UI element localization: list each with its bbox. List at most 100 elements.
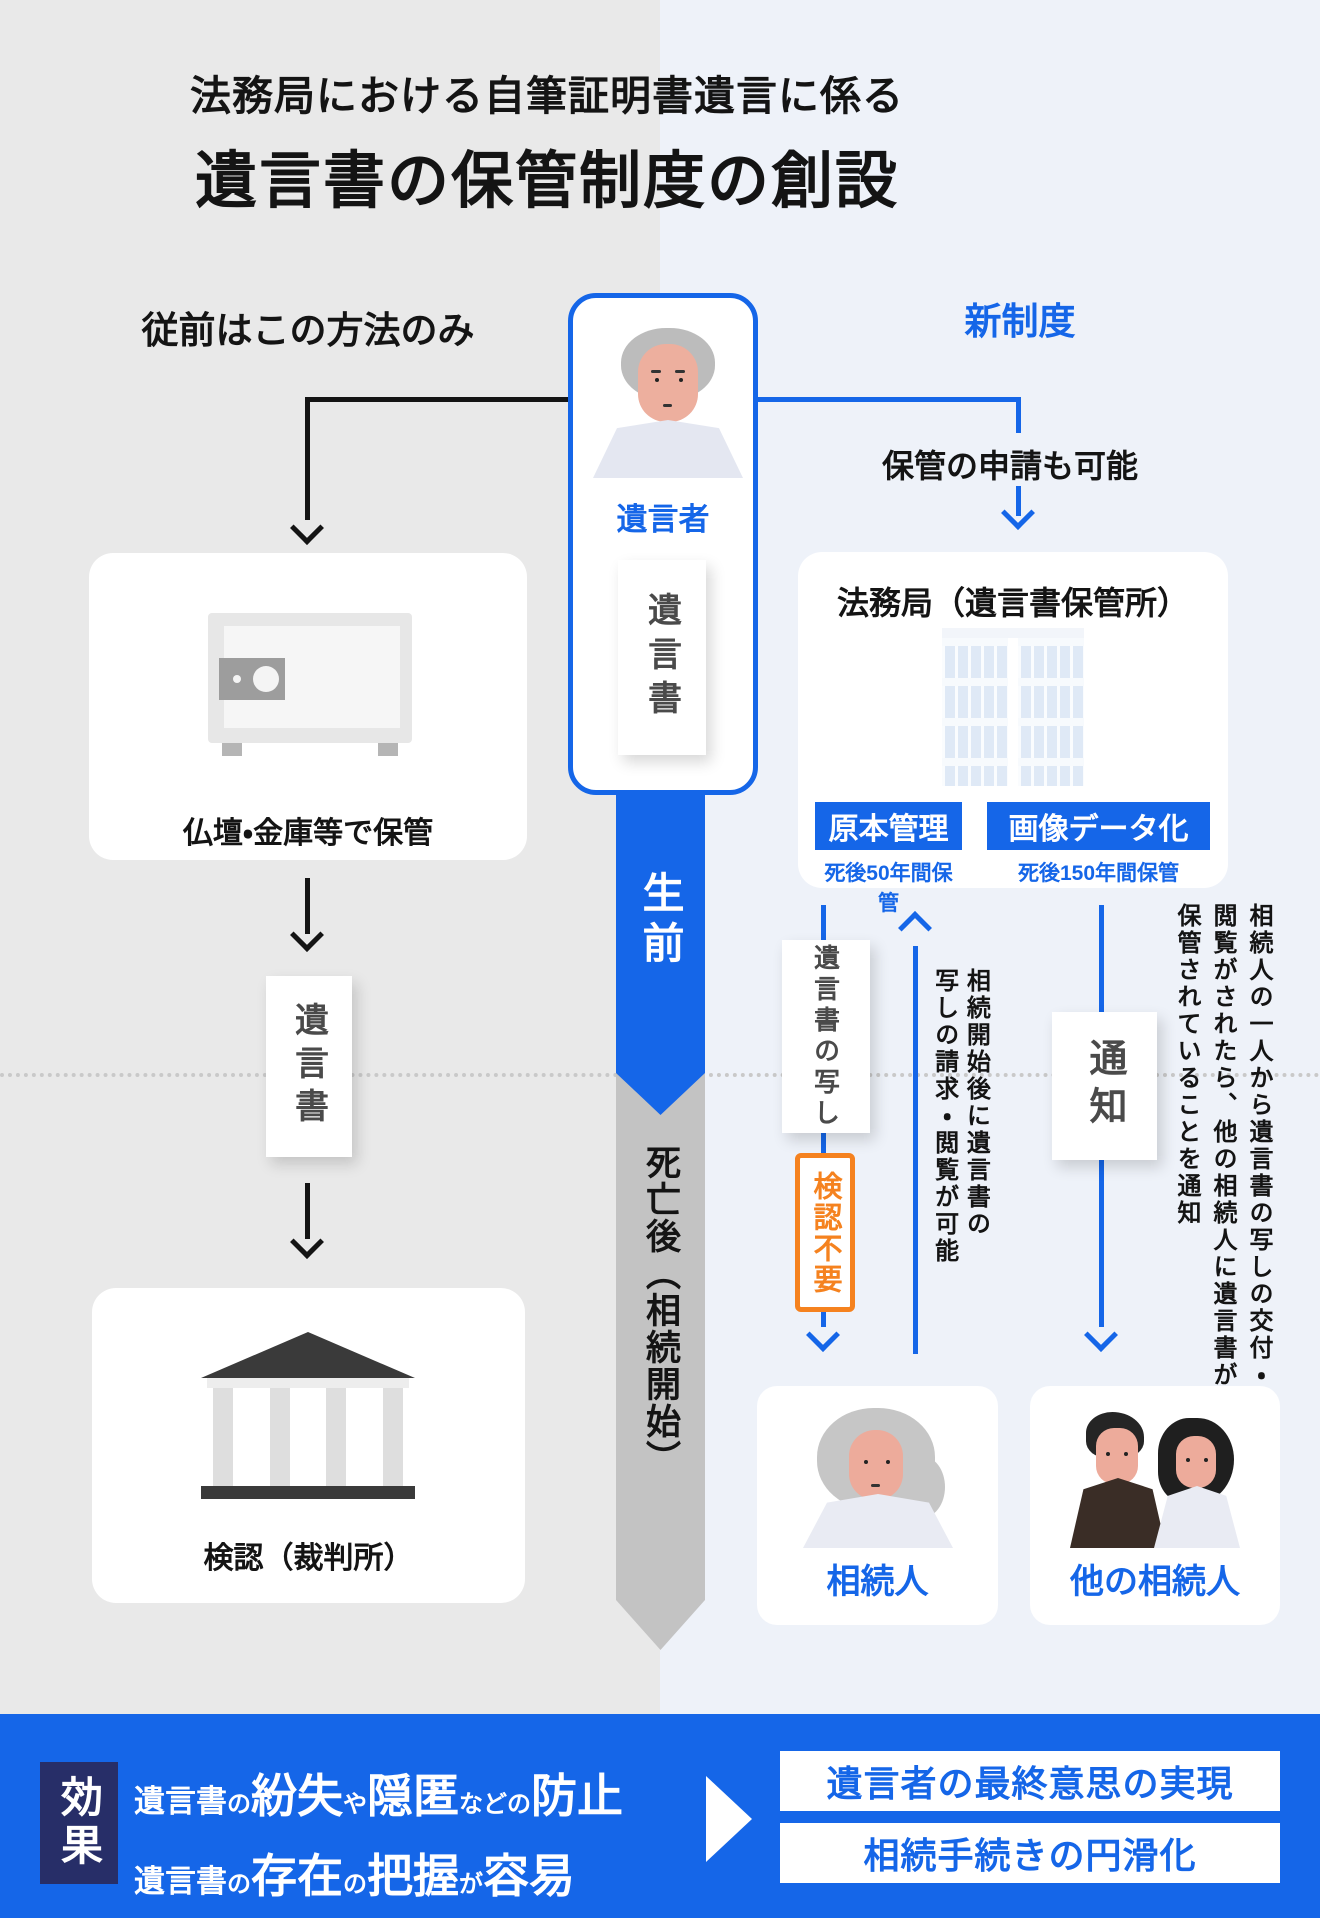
benefit-text-part: 遺言書: [134, 1784, 227, 1819]
benefit-text-part: 存在: [251, 1850, 343, 1902]
face-shape: [638, 344, 698, 422]
benefit-line-1: 遺言書の紛失や隠匿などの防止: [134, 1760, 623, 1826]
notify-note-col1: 相続人の一人から遺言書の写しの交付・: [1245, 903, 1272, 1389]
page-title: 遺言書の保管制度の創設: [194, 147, 899, 216]
home-storage-label: 仏壇・金庫等で保管: [182, 817, 434, 850]
benefit-text-part: などの: [459, 1791, 531, 1818]
building-tower-shape: [1018, 638, 1084, 786]
benefit-text-part: 隠匿: [367, 1770, 459, 1822]
testator-avatar: [593, 328, 743, 478]
column-shape: [269, 1388, 290, 1486]
body-shape: [803, 1494, 953, 1548]
title-block: 法務局における自筆証明書遺言に係る 遺言書の保管制度の創設: [0, 62, 1094, 220]
column-shape: [382, 1388, 403, 1486]
benefit-text-part: 把握: [367, 1850, 459, 1902]
eye-shape: [1106, 1452, 1110, 1456]
testator-will-card: 遺言書: [618, 560, 706, 755]
probate-court-box: 検認（裁判所）: [92, 1288, 525, 1603]
benefit-line-2: 遺言書の存在の把握が容易: [134, 1840, 575, 1906]
new-system-header: 新制度: [964, 301, 1076, 342]
eye-shape: [1124, 1452, 1128, 1456]
title-subline: 法務局における自筆証明書遺言に係る: [190, 73, 904, 119]
safe-leg-shape: [378, 743, 398, 756]
connector-black-horizontal: [305, 397, 568, 402]
digitize-retention-note: 死後150年間保管: [1017, 862, 1180, 885]
after-death-label: 死亡後（相続開始）: [641, 1143, 680, 1477]
benefit-text-part: の: [227, 1791, 251, 1818]
courthouse-icon: [92, 1332, 525, 1502]
safe-icon: [208, 613, 412, 756]
old-method-header: 従前はこの方法のみ: [141, 310, 475, 351]
body-shape: [1154, 1486, 1240, 1548]
connector-blue-apply: [1016, 486, 1021, 516]
benefit-text-part: 紛失: [251, 1770, 343, 1822]
old-flow-will-label: 遺言書: [289, 1002, 328, 1131]
request-view-note: 相続開始後に遺言書の 写しの請求・閲覧が可能: [928, 968, 991, 1348]
benefit-text-part: が: [459, 1871, 483, 1898]
heir-card: 相続人: [757, 1386, 998, 1625]
heir-avatar: [803, 1408, 953, 1548]
eye-shape: [886, 1460, 890, 1464]
base-shape: [201, 1486, 415, 1499]
notify-note-col2: 閲覧がされたら、他の相続人に遺言書が: [1209, 903, 1236, 1389]
testator-label: 遺言者: [616, 502, 710, 537]
alive-label: 生前: [637, 871, 684, 971]
column-shape: [213, 1388, 233, 1486]
old-flow-will-card: 遺言書: [266, 976, 352, 1157]
connector-blue-stub: [1016, 397, 1021, 433]
eye-shape: [679, 378, 683, 382]
face-shape: [1096, 1428, 1138, 1484]
benefit-text-part: 遺言書: [134, 1864, 227, 1899]
mouth-shape: [871, 1484, 880, 1487]
column-shape: [326, 1388, 347, 1486]
body-shape: [1070, 1478, 1166, 1548]
original-management-label: 原本管理: [815, 802, 962, 850]
right-triangle-icon: [706, 1776, 752, 1862]
effect-footer-band: 効果 遺言書の紛失や隠匿などの防止 遺言書の存在の把握が容易 遺言者の最終意思の…: [0, 1714, 1320, 1918]
benefit-text-part: や: [343, 1791, 367, 1818]
old-flow-arrow-line: [305, 1183, 310, 1239]
body-shape: [593, 420, 743, 478]
no-probate-badge: 検認不要: [795, 1153, 855, 1312]
mouth-shape: [663, 404, 672, 407]
image-digitize-label: 画像データ化: [987, 802, 1210, 850]
connector-black-vertical: [305, 397, 310, 520]
request-up-line: [913, 946, 918, 1354]
roof-shape: [201, 1332, 415, 1378]
notify-note-col3: 保管されていることを通知: [1173, 903, 1200, 1227]
office-building-icon: [942, 628, 1084, 786]
request-view-note-col2: 写しの請求・閲覧が可能: [930, 968, 958, 1265]
apply-note-label: 保管の申請も可能: [881, 448, 1138, 484]
building-cap-shape: [942, 628, 1084, 638]
brow-shape: [651, 370, 661, 373]
other-heirs-label: 他の相続人: [1070, 1563, 1240, 1601]
other-heirs-card: 他の相続人: [1030, 1386, 1280, 1625]
will-copy-card: 遺言書の写し: [782, 940, 870, 1133]
will-copy-label: 遺言書の写し: [810, 943, 841, 1130]
safe-knob-shape: [253, 666, 279, 692]
building-tower-shape: [942, 638, 1008, 786]
eye-shape: [1204, 1458, 1208, 1462]
bureau-title: 法務局（遺言書保管所）: [836, 585, 1189, 621]
result-box-2: 相続手続きの円滑化: [780, 1823, 1280, 1883]
heir-label: 相続人: [826, 1563, 929, 1601]
original-retention-note: 死後50年間保管: [824, 862, 953, 915]
columns-shape: [213, 1388, 403, 1486]
notice-label: 通知: [1083, 1038, 1125, 1134]
brow-shape: [675, 370, 685, 373]
eye-shape: [1186, 1458, 1190, 1462]
notify-note: 相続人の一人から遺言書の写しの交付・ 閲覧がされたら、他の相続人に遺言書が 保管…: [1168, 903, 1276, 1443]
eye-shape: [655, 378, 659, 382]
notice-card: 通知: [1052, 1012, 1157, 1160]
benefit-text-part: 容易: [483, 1850, 575, 1902]
safe-dot-shape: [233, 675, 241, 683]
eye-shape: [864, 1460, 868, 1464]
benefit-text-part: の: [343, 1871, 367, 1898]
architrave-shape: [207, 1378, 409, 1388]
testator-will-label: 遺言書: [642, 591, 681, 724]
face-shape: [1176, 1436, 1216, 1488]
after-death-ribbon: [616, 1073, 705, 1600]
old-flow-arrow-line: [305, 878, 310, 934]
safe-panel-shape: [219, 658, 285, 700]
